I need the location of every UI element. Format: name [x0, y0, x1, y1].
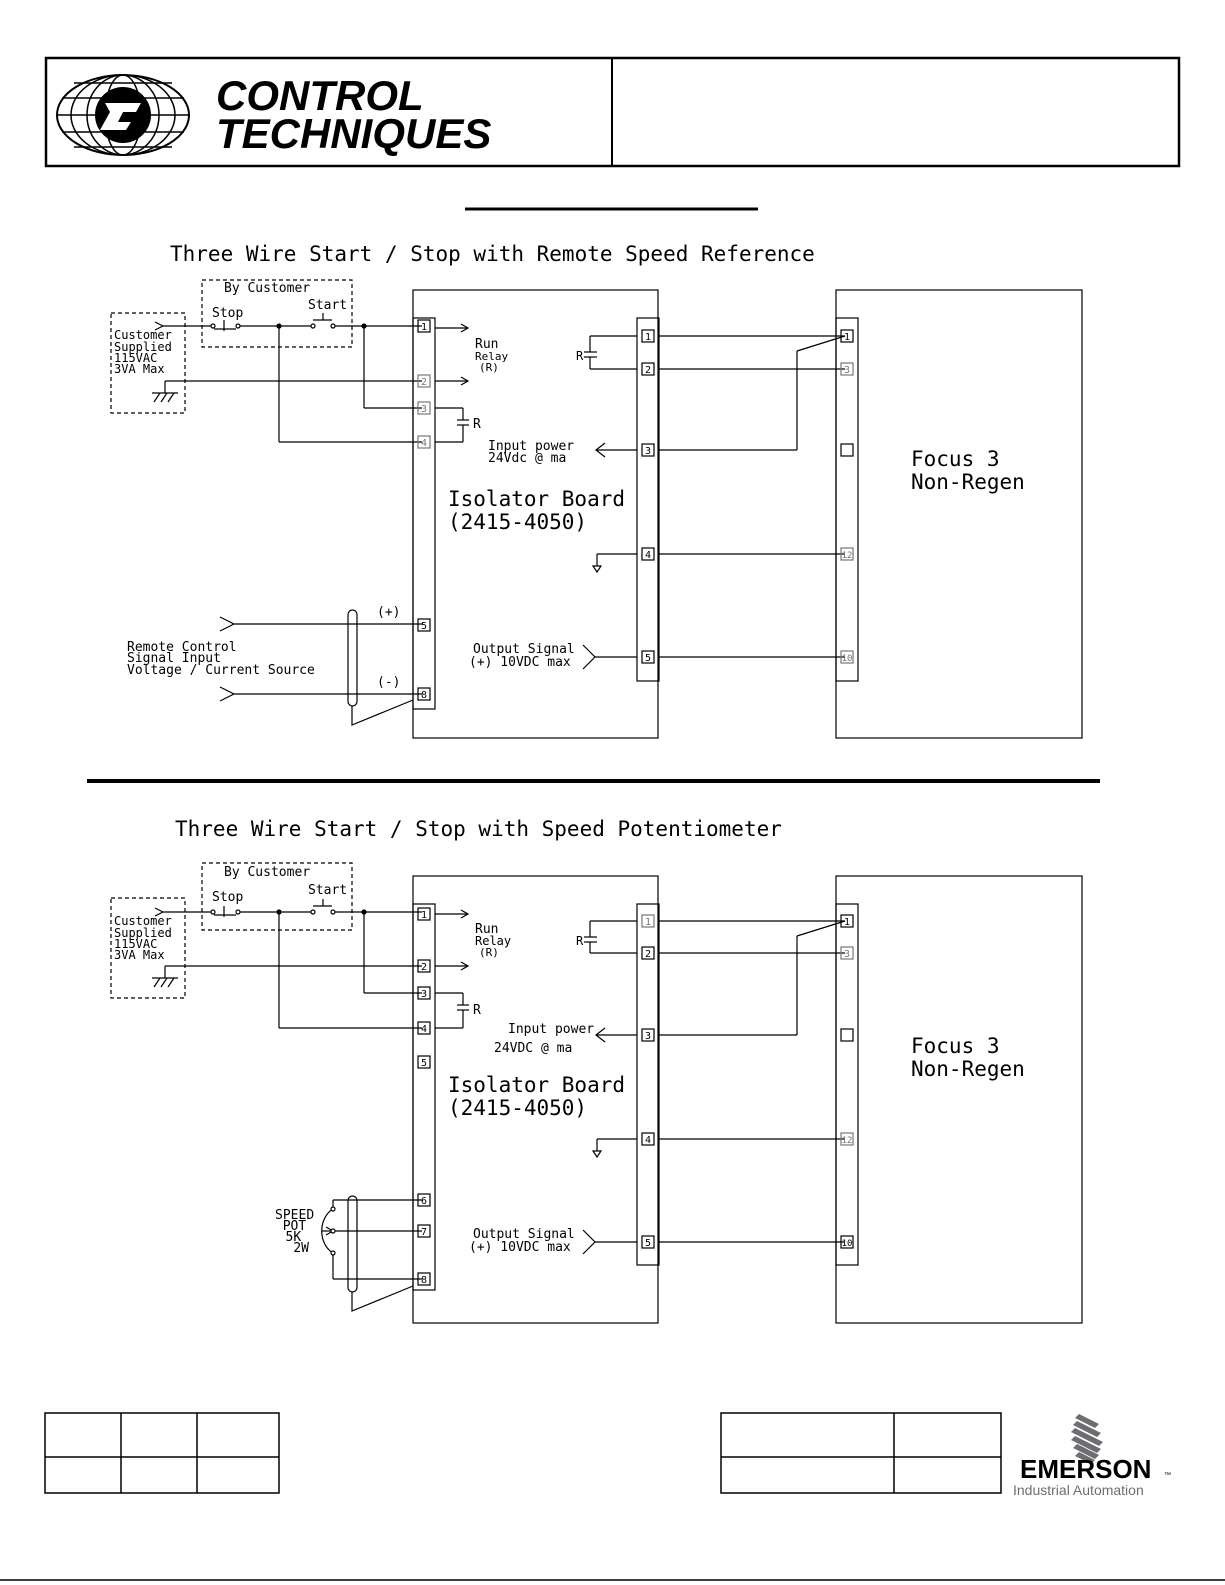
d2-left-pin-8: 8 — [421, 1275, 427, 1286]
d2-left-pin-5: 5 — [421, 1058, 427, 1069]
emerson-logo: EMERSON ™ Industrial Automation — [1013, 1414, 1171, 1498]
d2-focus-pin-3: 3 — [844, 949, 850, 960]
d2-right-pin-1: 1 — [645, 917, 651, 928]
d2-left-pin-4: 4 — [421, 1024, 427, 1035]
d1-left-pin-3: 3 — [421, 404, 427, 415]
d1-left-pin-2: 2 — [421, 377, 427, 388]
customer-supply-label-2: Customer Supplied 115VAC 3VA Max — [114, 914, 179, 962]
isolator-board-label-2: Isolator Board (2415-4050) — [448, 1073, 638, 1120]
run-relay-label-2: Run Relay (R) — [475, 918, 521, 959]
output-signal-label: Output Signal (+) 10VDC max — [469, 642, 583, 670]
input-power-label-2: Input power 24VDC @ ma — [494, 1022, 602, 1056]
potentiometer-icon — [321, 1208, 334, 1254]
isolator-board-label: Isolator Board (2415-4050) — [448, 487, 638, 534]
d1-focus-pin-3: 3 — [844, 365, 850, 376]
focus-drive-box-2 — [835, 875, 1083, 1324]
ground-icon — [152, 381, 178, 403]
revision-table — [44, 1412, 280, 1494]
control-techniques-globe-icon — [56, 74, 190, 156]
d2-right-pin-2: 2 — [645, 949, 651, 960]
emerson-stripes-icon — [1071, 1414, 1103, 1464]
run-relay-label: Run Relay (R) — [475, 333, 518, 374]
title-block: CONTROL TECHNIQUES — [44, 56, 1181, 168]
d2-left-pin-7: 7 — [421, 1227, 427, 1238]
isolator-left-terminal-strip — [412, 317, 436, 710]
relay-r-label-2: R — [473, 1003, 481, 1018]
d2-right-pin-4: 4 — [645, 1135, 651, 1146]
d1-left-pin-4: 4 — [421, 438, 427, 449]
relay-r-label: R — [473, 417, 481, 432]
d2-focus-pin-10: 10 — [842, 1239, 853, 1249]
d2-focus-pin-12: 12 — [842, 1136, 853, 1146]
by-customer-label-2: By Customer — [224, 865, 310, 880]
d2-left-pin-2: 2 — [421, 962, 427, 973]
d1-right-pin-1: 1 — [645, 332, 651, 343]
focus-drive-box — [835, 289, 1083, 739]
shielded-cable-2 — [347, 1195, 358, 1293]
diagram-speed-potentiometer: Three Wire Start / Stop with Speed Poten… — [110, 817, 1083, 1324]
d2-right-pin-5: 5 — [645, 1238, 651, 1249]
d1-left-pin-5: 5 — [421, 621, 427, 632]
d1-left-pin-1: 1 — [421, 322, 427, 333]
focus-drive-label: Focus 3 Non-Regen — [911, 447, 1025, 494]
industrial-automation-label: Industrial Automation — [1013, 1482, 1144, 1498]
speed-pot-label: SPEED POT 5K 2W — [275, 1208, 322, 1256]
focus-drive-label-2: Focus 3 Non-Regen — [911, 1034, 1025, 1081]
relay-r-right-label: R — [576, 349, 584, 363]
start-label: Start — [308, 298, 347, 313]
d2-focus-pin-1: 1 — [844, 917, 850, 928]
emerson-wordmark: EMERSON — [1020, 1454, 1151, 1484]
input-power-label: Input power 24Vdc @ ma — [488, 439, 582, 466]
focus-terminal-strip-2 — [835, 903, 859, 1266]
logo-line-2: TECHNIQUES — [216, 110, 491, 158]
isolator-right-terminal-strip-2 — [636, 903, 660, 1266]
d1-focus-pin-1: 1 — [844, 332, 850, 343]
diagram-remote-speed-reference: Three Wire Start / Stop with Remote Spee… — [110, 242, 1083, 739]
d2-left-pin-6: 6 — [421, 1196, 427, 1207]
plus-label: (+) — [377, 605, 400, 620]
d1-right-pin-4: 4 — [645, 550, 651, 561]
isolator-left-terminal-strip-2 — [412, 903, 436, 1291]
minus-label: (-) — [377, 675, 400, 690]
isolator-right-terminal-strip — [636, 317, 660, 682]
d2-left-pin-3: 3 — [421, 989, 427, 1000]
by-customer-box-2 — [201, 862, 353, 931]
d1-right-pin-3: 3 — [645, 446, 651, 457]
by-customer-label: By Customer — [224, 281, 310, 296]
d2-left-pin-1: 1 — [421, 910, 427, 921]
relay-r-right-label-2: R — [576, 934, 584, 948]
diagram1-title: Three Wire Start / Stop with Remote Spee… — [170, 242, 815, 266]
logo-line-1: CONTROL — [216, 72, 424, 119]
output-signal-label-2: Output Signal (+) 10VDC max — [469, 1227, 583, 1255]
customer-supply-label: Customer Supplied 115VAC 3VA Max — [114, 328, 179, 376]
start-label-2: Start — [308, 883, 347, 898]
d1-right-pin-2: 2 — [645, 365, 651, 376]
d1-focus-pin-12: 12 — [842, 551, 853, 561]
d2-right-pin-3: 3 — [645, 1031, 651, 1042]
d1-focus-pin-10: 10 — [842, 654, 853, 664]
customer-supply-box — [110, 312, 186, 414]
d1-right-pin-5: 5 — [645, 653, 651, 664]
diagram2-title: Three Wire Start / Stop with Speed Poten… — [175, 817, 782, 841]
remote-control-label: Remote Control Signal Input Voltage / Cu… — [127, 640, 315, 678]
customer-supply-box-2 — [110, 897, 186, 999]
drawing-number-table — [720, 1412, 1002, 1494]
focus-terminal-strip — [835, 317, 859, 682]
stop-label: Stop — [212, 306, 243, 321]
ground-icon-2 — [152, 966, 178, 988]
trademark-mark: ™ — [1164, 1472, 1171, 1479]
by-customer-box — [201, 279, 353, 348]
stop-label-2: Stop — [212, 890, 243, 905]
d1-left-pin-8: 8 — [421, 690, 427, 701]
